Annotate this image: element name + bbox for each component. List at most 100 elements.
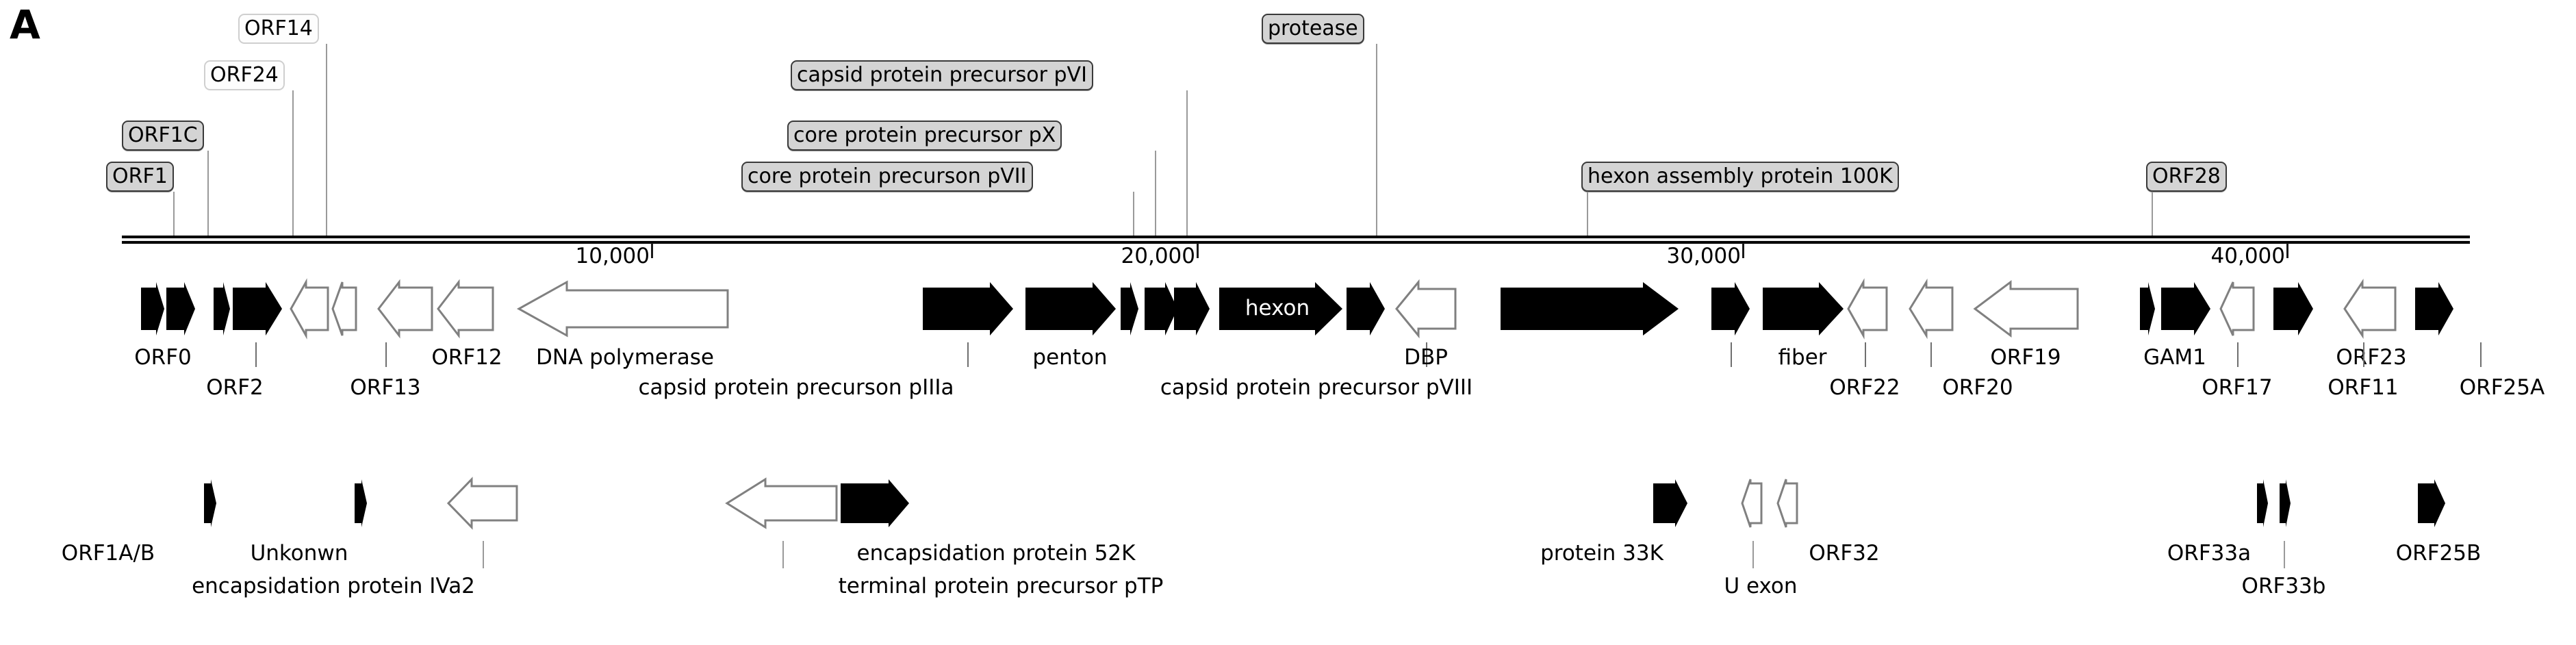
tick-encapsidation-iva2 [483,541,484,568]
leader-core-px [1155,151,1156,237]
label-penton: penton [1032,345,1108,370]
callout-orf24[interactable]: ORF24 [204,60,285,90]
gene-arrow-orf0b[interactable] [166,282,195,336]
gene-arrow-hexon-assembly-100k[interactable] [1501,282,1679,336]
gene-arrow-orf13b[interactable] [377,279,433,339]
tick-orf33b [2284,541,2285,568]
tick-orf17 [2237,342,2239,367]
gene-arrow-encapsidation-iva2[interactable] [446,477,518,530]
leader-orf24 [292,90,294,237]
label-orf22: ORF22 [1829,375,1900,400]
gene-arrow-orf23[interactable] [2343,279,2397,339]
gene-arrow-dna-polymerase[interactable] [516,280,729,338]
label-orf25b: ORF25B [2395,541,2482,566]
tick-orf25a [2480,342,2482,367]
gene-arrow-encapsidation-52k[interactable] [841,479,909,527]
gene-arrow-orf22[interactable] [1847,278,1888,340]
leader-hexon-100k [1587,192,1588,237]
gene-arrow-hexon[interactable] [1219,282,1342,336]
gene-arrow-capsid-pvi[interactable] [1174,282,1210,336]
axis-tick-label-10000: 10,000 [575,244,650,268]
axis-tick-20000 [1197,243,1199,258]
gene-arrow-core-pvii[interactable] [1121,282,1138,336]
hexon-inline-label: hexon [1245,296,1310,320]
tick-fiber [1731,342,1732,367]
leader-capsid-pvi [1186,90,1188,237]
label-dna-polymerase: DNA polymerase [536,345,714,370]
gene-arrow-orf14[interactable] [290,278,329,340]
label-orf1ab: ORF1A/B [61,541,155,566]
label-encapsidation-iva2: encapsidation protein IVa2 [192,574,475,598]
gene-arrow-gam1a[interactable] [2140,282,2155,336]
callout-capsid-protein-pvi[interactable]: capsid protein precursor pVI [791,60,1093,90]
callout-hexon-assembly-100k[interactable]: hexon assembly protein 100K [1581,162,1899,192]
gene-arrow-orf11[interactable] [2273,282,2313,336]
gene-arrow-capsid-piiia[interactable] [923,282,1013,336]
callout-orf1[interactable]: ORF1 [106,162,174,192]
gene-arrow-orf13a[interactable] [331,281,357,336]
callout-orf28[interactable]: ORF28 [2146,162,2227,192]
tick-u-exon [1752,541,1754,568]
gene-arrow-orf2b[interactable] [233,282,282,336]
callout-protease[interactable]: protease [1262,14,1364,44]
tick-orf11 [2363,342,2364,367]
label-dbp: DBP [1404,345,1448,370]
genome-axis-line [122,236,2470,244]
axis-tick-label-30000: 30,000 [1666,244,1741,268]
gene-arrow-orf33b[interactable] [2280,479,2291,527]
label-orf32: ORF32 [1809,541,1880,566]
axis-tick-label-40000: 40,000 [2210,244,2285,268]
gene-arrow-orf12[interactable] [437,279,494,339]
label-orf12: ORF12 [431,345,502,370]
gene-arrow-penton[interactable] [1025,282,1116,336]
label-terminal-protein-ptp: terminal protein precursor pTP [838,574,1164,598]
label-protein-33k: protein 33K [1540,541,1663,566]
axis-tick-30000 [1742,243,1744,258]
leader-protease [1376,44,1377,237]
gene-arrow-fiber[interactable] [1763,282,1844,336]
axis-bar-top [122,236,2470,238]
gene-arrow-orf20[interactable] [1909,278,1954,340]
tick-capsid-piiia [967,342,969,367]
label-orf25a: ORF25A [2459,375,2545,400]
label-encapsidation-52k: encapsidation protein 52K [856,541,1136,566]
label-orf20: ORF20 [1942,375,2013,400]
callout-orf1c[interactable]: ORF1C [122,121,204,151]
gene-arrow-orf25b[interactable] [2418,479,2445,527]
tick-orf2 [255,342,257,367]
gene-arrow-orf17[interactable] [2219,281,2255,336]
callout-core-protein-px[interactable]: core protein precursor pX [787,121,1062,151]
label-capsid-piiia: capsid protein precurson pIIIa [638,375,954,400]
gene-arrow-protein-33k[interactable] [1653,479,1687,527]
gene-arrow-orf0a[interactable] [141,282,164,336]
gene-arrow-orf33a[interactable] [2257,479,2268,527]
gene-arrow-orf2a[interactable] [214,282,230,336]
axis-bar-middle [122,238,2470,241]
gene-arrow-orf19[interactable] [1973,280,2079,338]
tick-ptp [782,541,784,568]
gene-arrow-dbp[interactable] [1395,279,1457,339]
gene-arrow-unknown[interactable] [355,479,367,527]
gene-arrow-gam1b[interactable] [2161,282,2210,336]
gene-arrow-orf1ab[interactable] [204,479,216,527]
label-orf33a: ORF33a [2167,541,2252,566]
gene-arrow-protease[interactable] [1347,282,1385,336]
label-capsid-pviii: capsid protein precursor pVIII [1160,375,1473,400]
gene-arrow-orf25a[interactable] [2415,282,2453,336]
axis-tick-label-20000: 20,000 [1121,244,1195,268]
callout-orf14[interactable]: ORF14 [238,14,319,44]
label-orf11: ORF11 [2328,375,2399,400]
gene-arrow-core-px[interactable] [1145,282,1177,336]
label-orf33b: ORF33b [2241,574,2326,598]
gene-arrow-orf32[interactable] [1776,479,1798,528]
gene-arrow-u-exon[interactable] [1741,479,1763,528]
gene-arrow-capsid-pviii[interactable] [1711,282,1750,336]
gene-arrow-terminal-protein-ptp[interactable] [725,477,838,529]
axis-tick-40000 [2286,243,2288,258]
label-orf2: ORF2 [206,375,264,400]
tick-orf22 [1865,342,1866,367]
label-gam1: GAM1 [2143,345,2206,370]
callout-core-protein-pvii[interactable]: core protein precurson pVII [741,162,1033,192]
leader-orf1 [173,192,175,237]
